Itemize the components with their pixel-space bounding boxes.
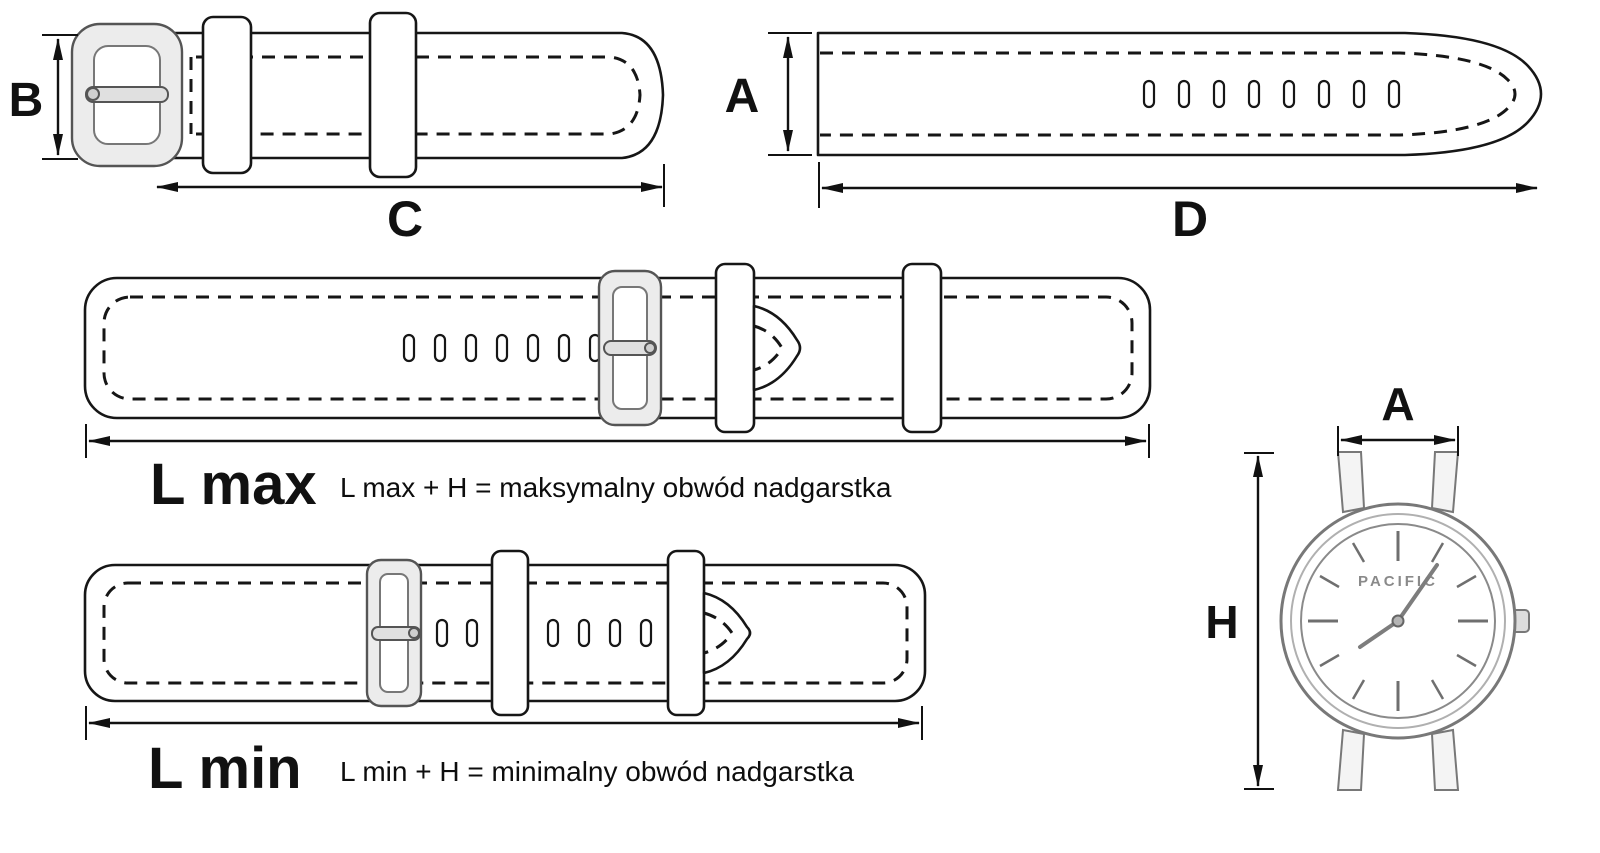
hole xyxy=(1317,79,1331,109)
hole xyxy=(465,618,479,648)
hole xyxy=(1247,79,1261,109)
hole xyxy=(402,333,416,363)
dim-a-watch-label: A xyxy=(1381,378,1414,430)
keeper-fixed xyxy=(201,15,253,175)
strap-tip xyxy=(752,304,802,392)
adjustment-holes xyxy=(1142,79,1401,109)
dim-h-label: H xyxy=(1205,596,1238,648)
buckle-prong-pivot xyxy=(408,627,420,639)
strap-buckle-piece: B C xyxy=(9,11,665,247)
keeper-1 xyxy=(714,262,756,434)
dimension-h: H xyxy=(1205,452,1274,790)
lug-bottom-right xyxy=(1430,728,1460,791)
keeper-2 xyxy=(901,262,943,434)
hole xyxy=(577,618,591,648)
hole xyxy=(1387,79,1401,109)
buckle xyxy=(597,269,663,427)
lmin-formula: L min + H = minimalny obwód nadgarstka xyxy=(340,756,855,787)
watch: PACIFIC A H xyxy=(1205,378,1530,791)
hole xyxy=(1212,79,1226,109)
hole xyxy=(608,618,622,648)
buckle-prong xyxy=(85,86,169,103)
strap-tip xyxy=(702,591,752,675)
hole xyxy=(433,333,447,363)
dimension-b: B xyxy=(9,34,78,160)
adjustment-holes xyxy=(402,333,602,363)
hole xyxy=(526,333,540,363)
lmin-label: L min xyxy=(148,736,302,801)
hole xyxy=(495,333,509,363)
hole xyxy=(1282,79,1296,109)
dim-a-label: A xyxy=(725,70,760,123)
strap-tip-stitch xyxy=(753,324,784,372)
dimension-lmax xyxy=(85,424,1150,458)
dim-d-label: D xyxy=(1172,191,1208,247)
buckle-prong xyxy=(371,626,421,641)
strap-lmax: L max L max + H = maksymalny obwód nadga… xyxy=(83,262,1152,517)
hole xyxy=(557,333,571,363)
keeper-2 xyxy=(666,549,706,717)
keeper-floating xyxy=(368,11,418,179)
lug-top-right xyxy=(1430,451,1460,514)
hands-center xyxy=(1391,614,1405,628)
hole xyxy=(1352,79,1366,109)
dimension-lmin xyxy=(85,706,923,740)
strap-hole-piece: A D xyxy=(725,31,1543,247)
hole xyxy=(546,618,560,648)
watch-hands xyxy=(1358,563,1439,649)
stitching xyxy=(196,55,642,136)
strap-tip-stitch xyxy=(703,611,734,655)
dimension-a-watch: A xyxy=(1337,378,1459,456)
dimension-a-strap: A xyxy=(725,32,812,156)
lmax-formula: L max + H = maksymalny obwód nadgarstka xyxy=(340,472,892,503)
keeper-1 xyxy=(490,549,530,717)
minute-hand xyxy=(1396,563,1439,623)
buckle xyxy=(365,558,423,708)
lmax-label: L max xyxy=(150,452,317,517)
hole xyxy=(1177,79,1191,109)
hole xyxy=(1142,79,1156,109)
watch-brand: PACIFIC xyxy=(1358,573,1438,590)
buckle-prong-pivot xyxy=(644,342,656,354)
hole xyxy=(464,333,478,363)
hole xyxy=(435,618,449,648)
lug-bottom-left xyxy=(1336,728,1366,791)
hour-hand xyxy=(1358,619,1400,649)
adjustment-holes xyxy=(435,618,653,648)
hour-markers xyxy=(1308,531,1488,711)
buckle-prong-pivot xyxy=(86,87,100,101)
dimension-d: D xyxy=(818,162,1538,247)
dim-c-label: C xyxy=(387,191,423,247)
bezel-ring xyxy=(1290,513,1506,729)
dim-b-label: B xyxy=(9,74,44,127)
strap-lmin: L min L min + H = minimalny obwód nadgar… xyxy=(83,549,927,801)
lug-top-left xyxy=(1336,451,1366,514)
dimension-c: C xyxy=(156,164,665,247)
stitching xyxy=(820,51,1517,137)
hole xyxy=(639,618,653,648)
